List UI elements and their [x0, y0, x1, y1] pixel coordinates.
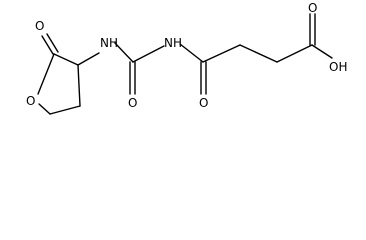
amide-carbonyl: [200, 61, 207, 95]
atom-label-hydroxyl: OH: [329, 60, 347, 74]
atom-label-urea-carbonyl-o: O: [128, 96, 137, 110]
bond-c2-o-double-b: [46, 33, 59, 53]
bond-ch2-a-ch2-b: [239, 44, 278, 63]
urea-group: [114, 42, 165, 95]
atom-label-lactone-carbonyl-o: O: [35, 19, 44, 33]
atom-label-amide-carbonyl-o: O: [199, 96, 208, 110]
atom-label-nh-right: NH: [164, 36, 182, 50]
bond-nh-right-c-amide: [179, 43, 204, 63]
bond-c2-c3: [53, 53, 79, 66]
carbon-chain: [202, 44, 313, 63]
bond-c2-o-double-a: [41, 35, 54, 55]
bond-nh-left-c-urea: [114, 42, 134, 63]
bond-c2-o1: [37, 53, 55, 95]
lactone-ring: [37, 33, 81, 115]
bond-c5-o1: [38, 103, 51, 115]
bond-c-acid-oh: [311, 44, 333, 59]
atom-label-ring-o: O: [26, 94, 35, 108]
bond-c3-nh-left: [77, 52, 100, 66]
atom-label-acid-carbonyl-o: O: [308, 1, 317, 15]
bond-ch2-b-c-acid: [276, 44, 313, 63]
bond-c-urea-nh-right: [132, 45, 165, 63]
structure-diagram: O O NH NH O O O OH: [26, 1, 347, 115]
carboxylic-acid: [309, 13, 333, 59]
bond-c4-c5: [49, 105, 81, 115]
bond-c-amide-ch2-a: [202, 44, 241, 63]
bond-c3-c4: [77, 64, 81, 107]
atom-label-nh-left: NH: [100, 36, 118, 50]
